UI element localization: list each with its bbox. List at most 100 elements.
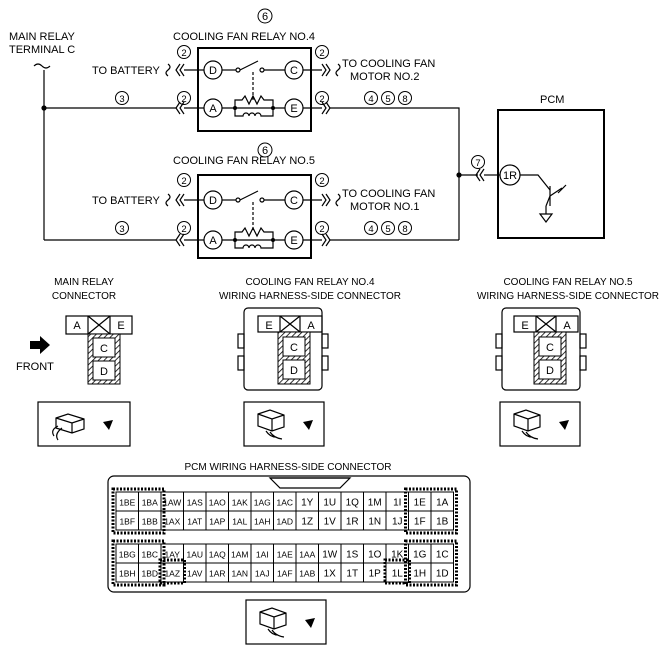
main-relay-conn-top-a: A — [73, 320, 81, 332]
pcm-pin-label: 1V — [324, 517, 337, 528]
relay5-conn-d: D — [546, 365, 554, 377]
relay5-wire-left: 3 — [119, 224, 124, 235]
pcm-pin-group-frame — [404, 539, 458, 587]
pcm-pin-label: 1AC — [276, 498, 293, 508]
pcm-pin-label: 1N — [368, 517, 381, 528]
relay5-to-motor-1: TO COOLING FAN — [342, 188, 435, 200]
pcm-pin-label: 1BA — [142, 498, 158, 508]
pcm-pin-label: 1BB — [142, 517, 158, 527]
pcm-pin-label: 1AG — [254, 498, 271, 508]
relay4-circle-4: 2 — [319, 94, 324, 105]
pcm-pin-label: 1BH — [119, 569, 136, 579]
pcm-pin-label: 1BD — [141, 569, 158, 579]
main-relay-conn-c: C — [100, 343, 108, 355]
pcm-pin-label: 1D — [436, 569, 449, 580]
pcm-pin-label: 1AR — [209, 569, 226, 579]
relay5-conn-c: C — [546, 342, 554, 354]
relay5-box — [197, 174, 312, 259]
cooling-fan-relay-no4: 6 COOLING FAN RELAY NO.4 D C A E 2 2 2 — [92, 8, 435, 132]
pcm-pin-label: 1E — [414, 498, 427, 509]
pcm-pin-label: 1P — [369, 569, 382, 580]
main-relay-conn-title-1: MAIN RELAY — [54, 277, 114, 288]
pcm-pin-label: 1Y — [301, 498, 314, 509]
relay4-conn-top-a: A — [307, 320, 315, 332]
relay4-conn-top-e: E — [265, 320, 272, 332]
pcm-pin-label: 1O — [368, 550, 382, 561]
pcm-pin-label: 1AV — [187, 569, 203, 579]
relay4-circle-3: 2 — [181, 94, 186, 105]
pcm-pin-label: 1A — [436, 498, 449, 509]
relay5-circle-2: 2 — [319, 176, 324, 187]
pcm-pin-cell — [430, 562, 454, 583]
pcm-circle: 7 — [475, 158, 480, 169]
pcm-pin-label: 1U — [323, 498, 336, 509]
pcm-pin-label: 1X — [324, 569, 337, 580]
relay4-wire-right-3: 8 — [402, 94, 407, 105]
relay5-to-battery: TO BATTERY — [92, 195, 161, 207]
relay5-pin-c: C — [290, 195, 298, 207]
pcm-pin-label: 1AH — [254, 517, 271, 527]
pcm-conn-title: PCM WIRING HARNESS-SIDE CONNECTOR — [184, 462, 391, 473]
pcm-pin-group-frame — [111, 487, 166, 535]
pcm-pin-label: 1C — [436, 550, 449, 561]
pcm-pin-label: 1AO — [209, 498, 226, 508]
pcm-pin-label: 1G — [413, 550, 427, 561]
main-relay-label-2: TERMINAL C — [9, 44, 75, 56]
relay5-conn-top-e: E — [521, 320, 528, 332]
callout-circle — [257, 8, 273, 24]
relay4-title: COOLING FAN RELAY NO.4 — [173, 31, 315, 43]
pcm-pin-label: 1AW — [163, 498, 181, 508]
pcm-pin-1r: 1R — [503, 170, 517, 182]
cooling-fan-relay-no5: 6 COOLING FAN RELAY NO.5 D C A E 2 2 2 2 — [92, 142, 435, 259]
pcm-pin-label: 1AP — [209, 517, 225, 527]
relay4-wire-right-2: 5 — [385, 94, 390, 105]
pcm-pin-group-frame — [111, 539, 166, 587]
main-relay-conn-d: D — [100, 366, 108, 378]
pcm-pin-label: 1F — [414, 517, 426, 528]
relay5-pin-a: A — [209, 235, 217, 247]
relay4-pin-d: D — [209, 65, 217, 77]
pcm-pin-label: 1AB — [299, 569, 315, 579]
pcm-pin-label: 1H — [413, 569, 426, 580]
wire-break-mark — [33, 63, 51, 69]
pcm-pin-label: 1AJ — [255, 569, 270, 579]
pcm-pin-label: 1M — [368, 498, 382, 509]
pcm-pin-label: 1AD — [276, 517, 293, 527]
relay4-wire-left: 3 — [119, 94, 124, 105]
main-relay-connector: MAIN RELAY CONNECTOR A E C D FRONT — [16, 277, 133, 447]
relay4-conn-title-1: COOLING FAN RELAY NO.4 — [245, 277, 375, 288]
pcm-pin-label: 1AY — [165, 550, 181, 560]
relay5-circle-3: 2 — [181, 224, 186, 235]
pcm-pin-label: 1W — [322, 550, 338, 561]
main-relay-conn-front: FRONT — [16, 361, 54, 373]
pcm-pin-label: 1AZ — [164, 569, 180, 579]
connector-thumbnail — [37, 401, 131, 447]
pcm-pin-group-frame — [158, 558, 186, 585]
relay5-connector: COOLING FAN RELAY NO.5 WIRING HARNESS-SI… — [477, 277, 659, 447]
relay4-pin-c: C — [290, 65, 298, 77]
front-arrow-icon — [30, 336, 50, 354]
pcm-pin-label: 1AF — [277, 569, 293, 579]
pcm-pin-label: 1Z — [301, 517, 313, 528]
pcm-pin-label: 1L — [392, 569, 404, 580]
pcm-title: PCM — [540, 94, 564, 106]
relay4-wire-right-1: 4 — [368, 94, 373, 105]
pcm-pin-label: 1AK — [232, 498, 248, 508]
main-relay-conn-title-2: CONNECTOR — [52, 291, 116, 302]
pcm-pin-label: 1AT — [187, 517, 202, 527]
relay5-to-motor-2: MOTOR NO.1 — [350, 201, 419, 213]
relay4-connector: COOLING FAN RELAY NO.4 WIRING HARNESS-SI… — [219, 277, 401, 447]
pcm-pin-label: 1AX — [164, 517, 180, 527]
pcm-pin-label: 1AN — [231, 569, 248, 579]
wire-right-relay4 — [330, 107, 460, 240]
relay4-to-motor-2: MOTOR NO.2 — [350, 71, 419, 83]
pcm-pin-label: 1B — [436, 517, 449, 528]
relay5-conn-top-a: A — [563, 320, 571, 332]
pcm-pin-label: 1AE — [277, 550, 293, 560]
relay5-title: COOLING FAN RELAY NO.5 — [173, 155, 315, 167]
pcm-pin-label: 1S — [346, 550, 359, 561]
pcm-pin-group-frame — [383, 558, 411, 585]
